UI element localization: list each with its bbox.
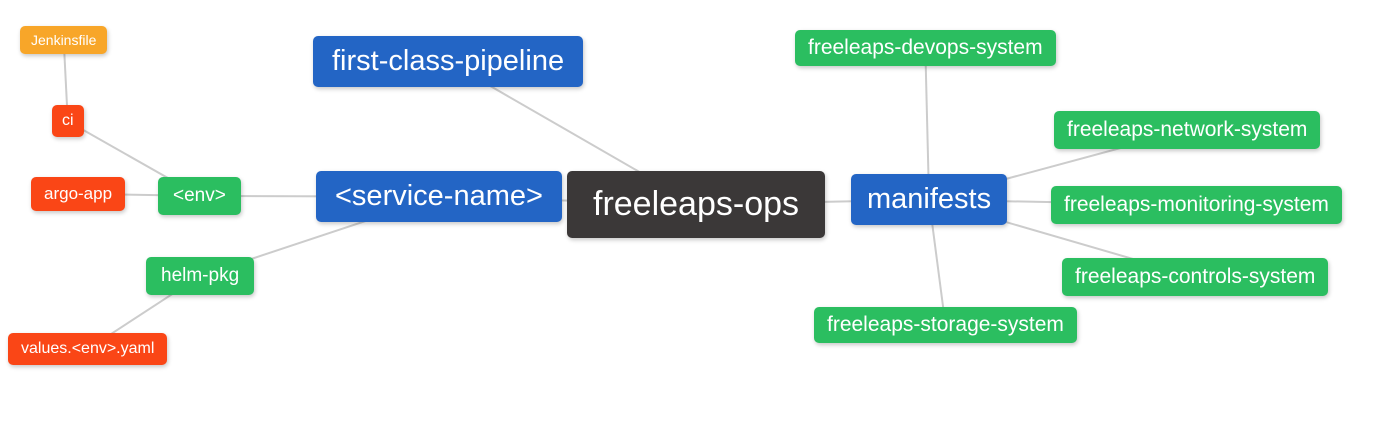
node-service-name[interactable]: <service-name> xyxy=(316,171,562,223)
node-freeleaps-controls-system[interactable]: freeleaps-controls-system xyxy=(1062,258,1329,297)
node-helm-pkg[interactable]: helm-pkg xyxy=(146,257,255,295)
node-env[interactable]: <env> xyxy=(158,177,241,215)
node-manifests[interactable]: manifests xyxy=(851,174,1008,226)
node-freeleaps-network-system[interactable]: freeleaps-network-system xyxy=(1054,111,1321,150)
node-freeleaps-ops-root[interactable]: freeleaps-ops xyxy=(567,171,826,239)
node-ci[interactable]: ci xyxy=(52,105,84,138)
node-first-class-pipeline[interactable]: first-class-pipeline xyxy=(313,36,584,88)
node-argo-app[interactable]: argo-app xyxy=(31,177,126,211)
node-freeleaps-monitoring-system[interactable]: freeleaps-monitoring-system xyxy=(1051,186,1342,225)
node-freeleaps-devops-system[interactable]: freeleaps-devops-system xyxy=(795,30,1056,67)
node-freeleaps-storage-system[interactable]: freeleaps-storage-system xyxy=(814,307,1077,344)
node-jenkinsfile[interactable]: Jenkinsfile xyxy=(20,26,108,55)
node-values-env-yaml[interactable]: values.<env>.yaml xyxy=(8,333,168,366)
